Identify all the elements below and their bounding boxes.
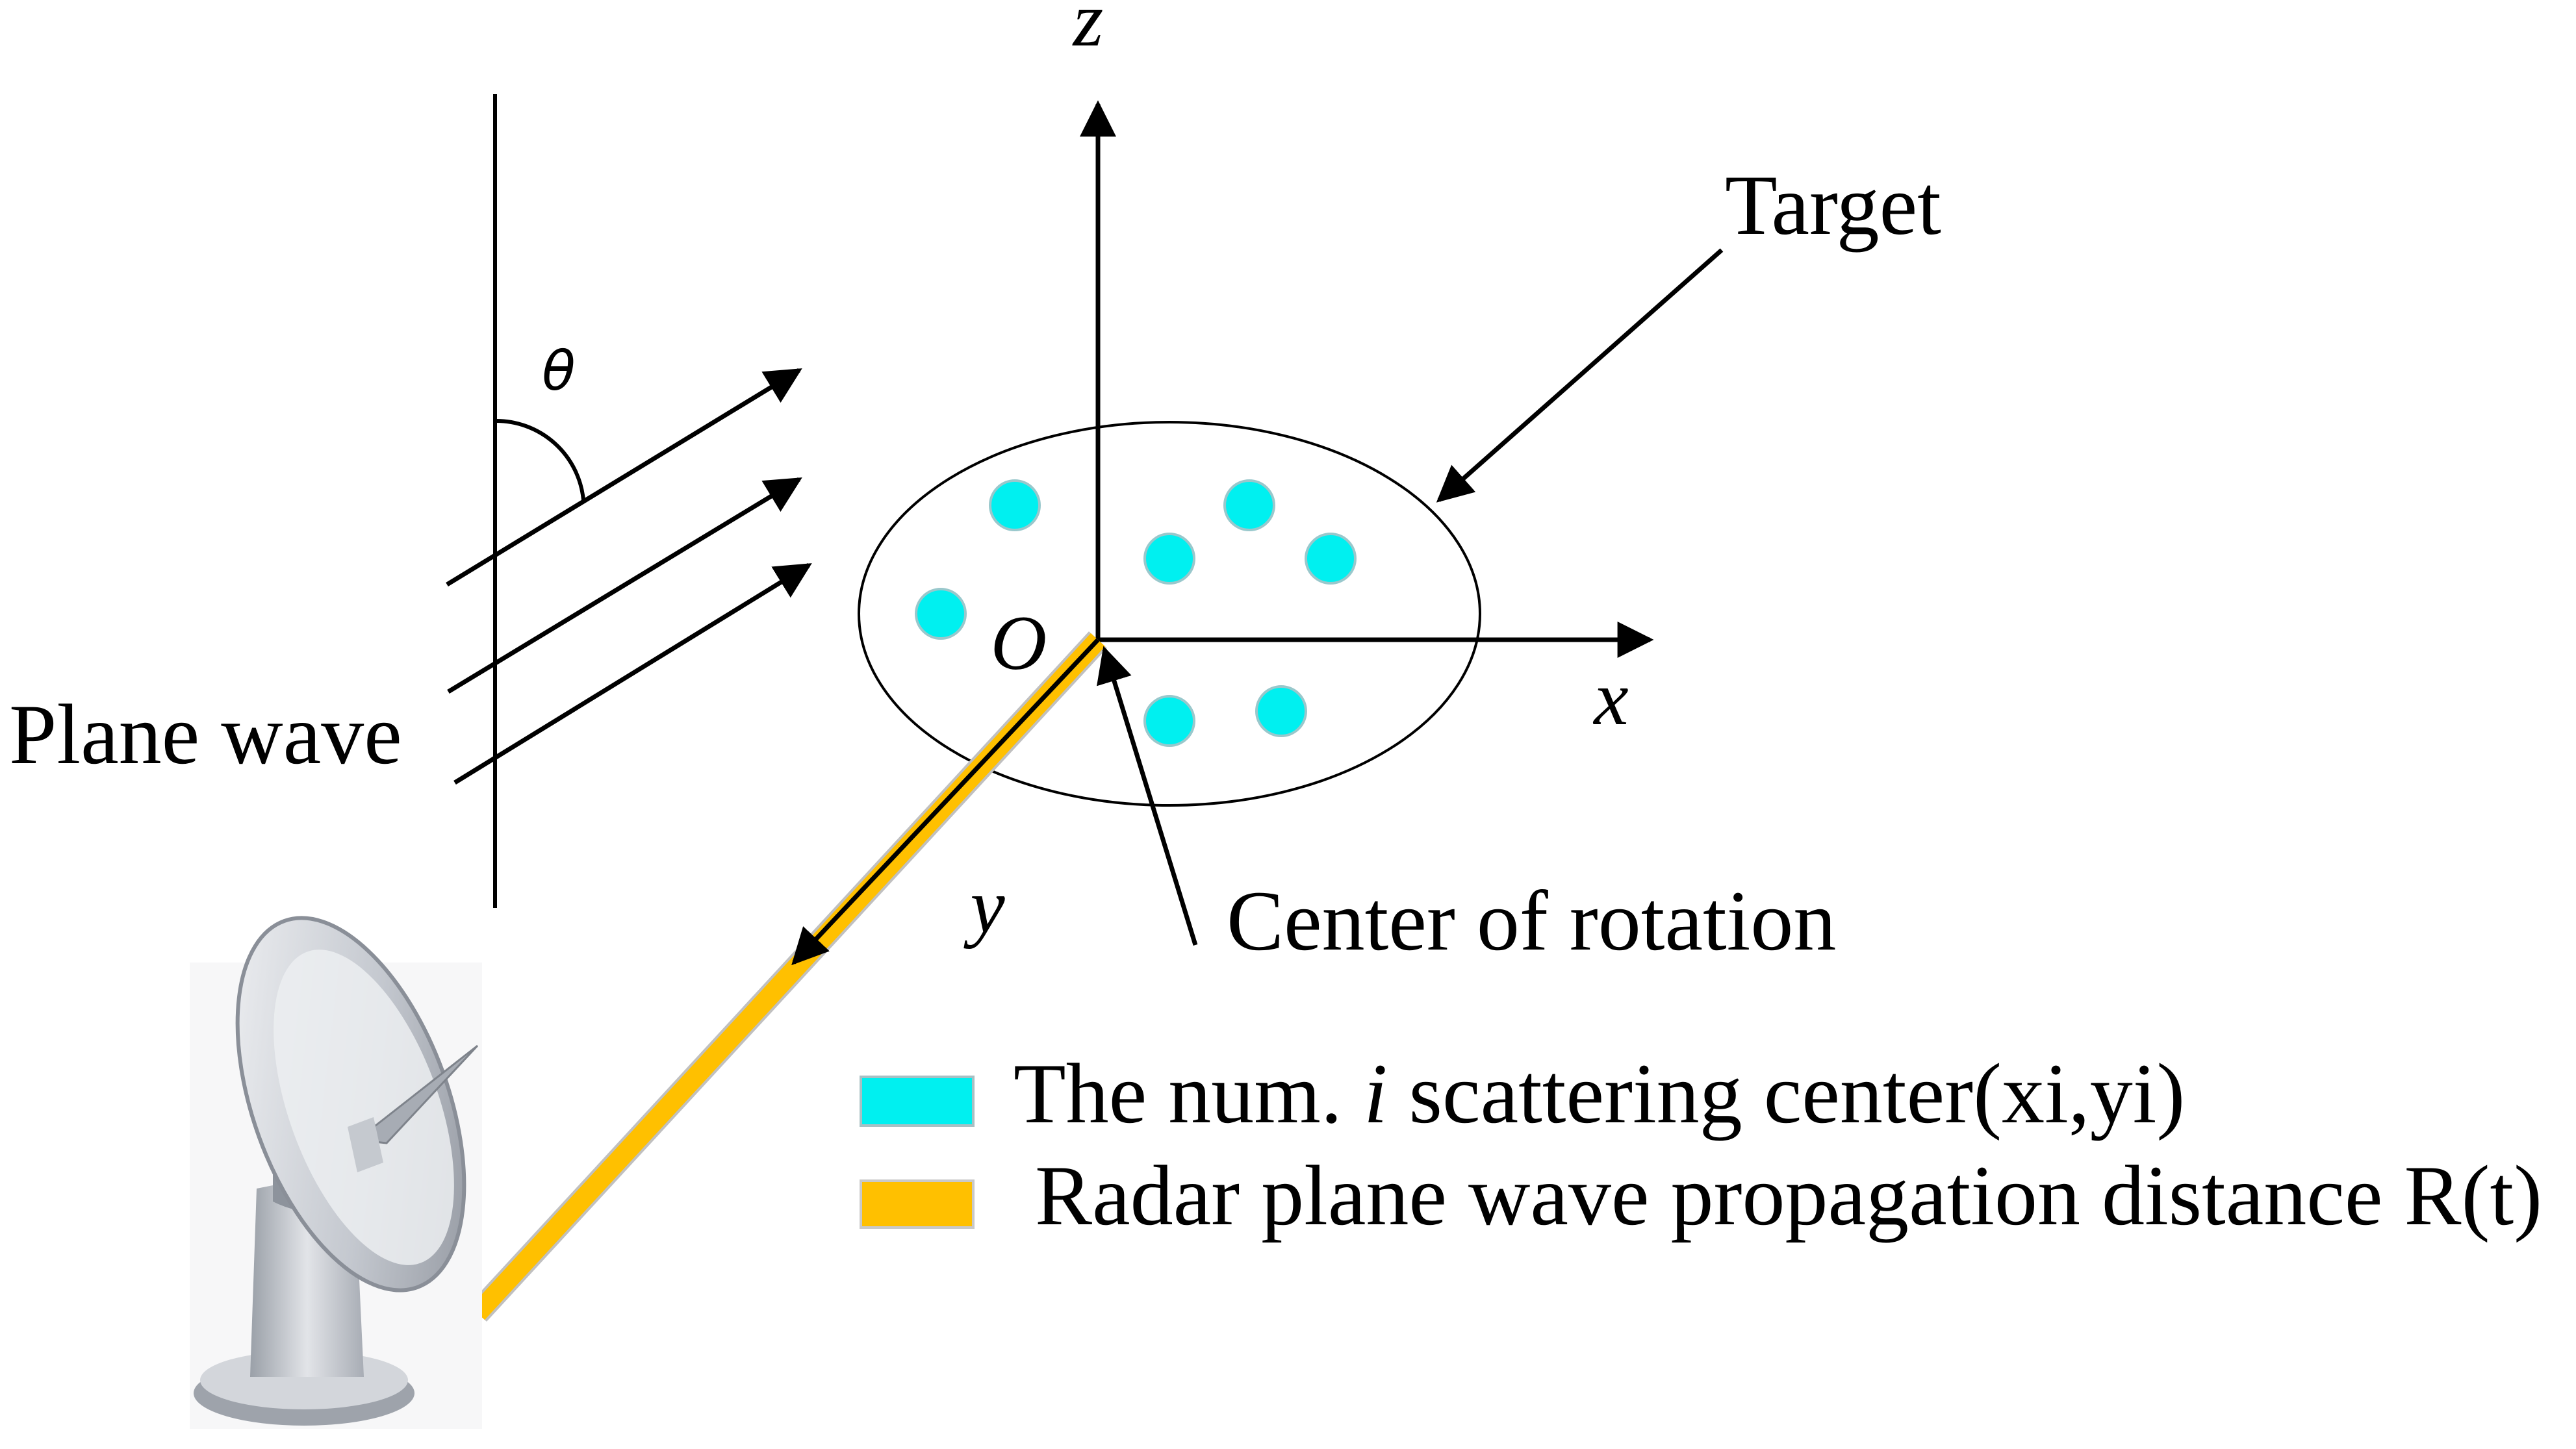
x-axis-label: x <box>1592 655 1628 741</box>
legend-swatch-scattering-center <box>860 1076 975 1127</box>
scattering-center-point <box>1223 479 1275 531</box>
plane-wave-arrow <box>453 563 812 785</box>
legend-label-scattering-center: The num. i scattering center(xi,yi) <box>1014 1046 2185 1141</box>
scattering-center-point <box>915 588 967 640</box>
target-label: Target <box>1725 157 1941 253</box>
legend-swatch-propagation-distance <box>860 1179 975 1229</box>
plane-wave-label: Plane wave <box>9 687 402 782</box>
plane-wave-arrow <box>447 477 802 694</box>
target-ellipse <box>858 421 1481 807</box>
theta-label: θ <box>542 339 575 403</box>
scattering-centers <box>915 479 1357 747</box>
origin-label: O <box>991 599 1047 686</box>
y-axis <box>791 638 1100 966</box>
center-of-rotation-arrow <box>1097 646 1198 946</box>
center-of-rotation-label: Center of rotation <box>1227 873 1836 968</box>
target-pointer-arrow <box>1436 248 1724 503</box>
scattering-center-point <box>1143 533 1195 585</box>
scattering-center-point <box>1255 685 1307 737</box>
y-axis-label: y <box>963 863 1005 949</box>
z-axis-label: z <box>1072 0 1104 62</box>
scattering-center-point <box>989 479 1041 531</box>
plane-wave-arrow <box>446 368 802 586</box>
radar-dish-icon <box>190 916 482 1429</box>
scattering-center-point <box>1305 533 1357 585</box>
legend: The num. i scattering center(xi,yi) Rada… <box>860 1046 2542 1243</box>
theta-angle-arc <box>494 418 585 501</box>
scattering-center-point <box>1143 695 1195 747</box>
legend-label-propagation-distance: Radar plane wave propagation distance R(… <box>1014 1148 2542 1243</box>
